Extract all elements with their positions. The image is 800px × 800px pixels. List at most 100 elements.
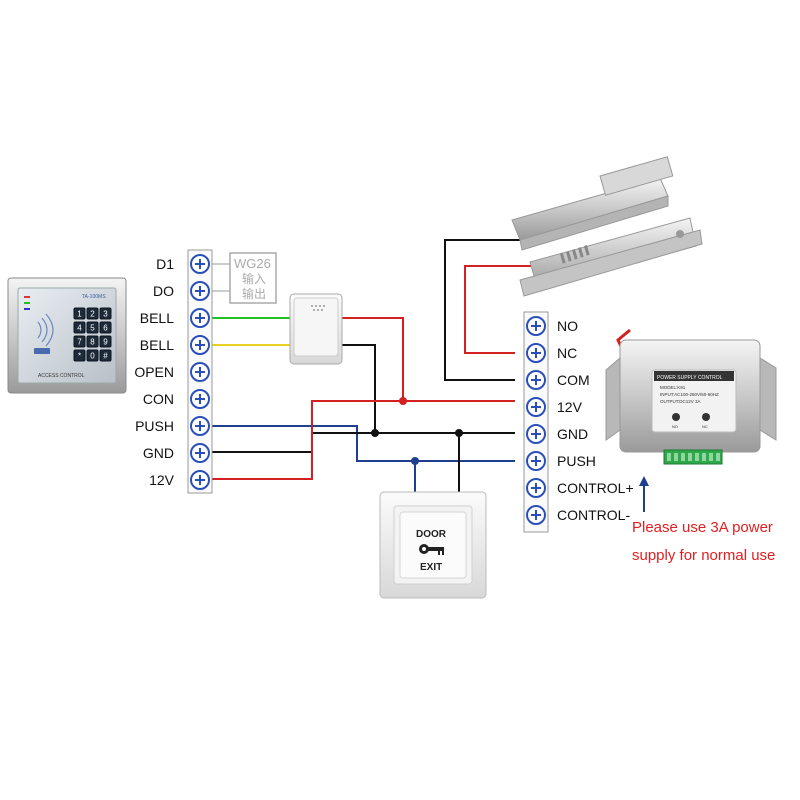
left-terminal-label: CON [143, 391, 174, 407]
right-terminal-label: CONTROL- [557, 507, 630, 523]
power-supply-note: Please use 3A power supply for normal us… [632, 514, 800, 570]
wiegand-output-label: 输出 [242, 286, 266, 301]
keypad-key: # [99, 349, 112, 362]
wire-lock-black [444, 239, 530, 381]
right-terminal-label: 12V [557, 399, 583, 415]
wiegand-input-label: 输入 [242, 271, 266, 286]
keypad-key: 4 [73, 321, 86, 334]
power-supply-nc-label: NC [702, 424, 708, 429]
svg-text:9: 9 [103, 338, 108, 347]
keypad-key: 2 [86, 307, 99, 320]
wire-gnd-black [210, 432, 515, 453]
keypad-key: 5 [86, 321, 99, 334]
speaker-grille-icon [311, 305, 325, 311]
power-supply-input: INPUT:AC100-260V/50-60HZ [660, 392, 719, 397]
keypad-brand: TA-100MS [82, 294, 106, 300]
wire-push-blue [210, 425, 515, 462]
doorbell-device [289, 293, 343, 365]
left-terminal-label: BELL [140, 310, 174, 326]
svg-text:3: 3 [103, 310, 108, 319]
bolt-lock-device [511, 156, 703, 297]
left-terminal: BELL [140, 308, 210, 328]
svg-text:#: # [103, 352, 108, 361]
svg-text:1: 1 [77, 310, 82, 319]
right-terminal: CONTROL+ [526, 478, 634, 498]
power-supply-no-led [672, 413, 680, 421]
left-terminal-label: BELL [140, 337, 174, 353]
right-terminal: GND [526, 424, 588, 444]
left-terminal-label: GND [143, 445, 174, 461]
right-terminal: 12V [526, 397, 583, 417]
wiegand-box: WG26 输入 输出 [210, 252, 277, 304]
svg-text:0: 0 [90, 352, 95, 361]
keypad-footer: ACCESS CONTROL [38, 373, 85, 379]
wire-bell-gnd [340, 344, 376, 433]
power-supply-nc-led [702, 413, 710, 421]
svg-text:8: 8 [90, 338, 95, 347]
keypad-key: 1 [73, 307, 86, 320]
wire-bell-to-12v [340, 317, 515, 402]
svg-text:6: 6 [103, 324, 108, 333]
right-terminal: COM [526, 370, 590, 390]
junction-dot [411, 457, 419, 465]
left-terminal-label: DO [153, 283, 174, 299]
right-terminal-label: NC [557, 345, 577, 361]
left-terminal: D1 [156, 254, 210, 274]
right-terminal-label: PUSH [557, 453, 596, 469]
wire-lock-red [464, 265, 540, 354]
junction-dots [371, 397, 463, 465]
junction-dot [371, 429, 379, 437]
power-supply-no-label: NO [672, 424, 678, 429]
left-terminal: PUSH [135, 416, 210, 436]
left-terminal: BELL [140, 335, 210, 355]
left-terminal-label: D1 [156, 256, 174, 272]
note-line-1: Please use 3A power [632, 519, 773, 536]
keypad-key: 9 [99, 335, 112, 348]
power-supply-output: OUTPUT:DC12V 3A [660, 399, 701, 404]
keypad-key: 8 [86, 335, 99, 348]
left-terminal: 12V [149, 470, 210, 490]
left-terminal: GND [143, 443, 210, 463]
right-terminal-label: GND [557, 426, 588, 442]
right-terminal-label: CONTROL+ [557, 480, 634, 496]
svg-text:5: 5 [90, 324, 95, 333]
power-supply-device: POWER SUPPLY CONTROL MODEL:K91 INPUT:AC1… [605, 339, 777, 465]
note-line-2: supply for normal use [632, 547, 776, 564]
key-icon [419, 544, 444, 555]
right-terminal: CONTROL- [526, 505, 630, 525]
left-terminal-label: 12V [149, 472, 175, 488]
wiegand-label: WG26 [234, 256, 271, 271]
keypad-key: 0 [86, 349, 99, 362]
right-terminal: NC [526, 343, 577, 363]
exit-button-exit-label: EXIT [420, 562, 442, 573]
left-terminal: DO [153, 281, 210, 301]
right-terminal: NO [526, 316, 578, 336]
right-terminal: PUSH [526, 451, 596, 471]
left-terminal-label: PUSH [135, 418, 174, 434]
svg-text:4: 4 [77, 324, 82, 333]
right-terminal-label: NO [557, 318, 578, 334]
exit-button-door-label: DOOR [416, 529, 447, 540]
power-supply-model: MODEL:K91 [660, 385, 686, 390]
exit-button-device: DOOR EXIT [379, 491, 487, 599]
left-terminal: CON [143, 389, 210, 409]
keypad-key: 7 [73, 335, 86, 348]
keypad-key: * [73, 349, 86, 362]
right-terminal-strip: NO NC COM 12V GND PUSH CONTROL+ CONTROL- [523, 311, 634, 533]
power-supply-terminal-block [663, 449, 723, 465]
keypad-key: 3 [99, 307, 112, 320]
card-reader-icon [37, 313, 54, 347]
left-terminal-label: OPEN [134, 364, 174, 380]
note-arrow-icon [639, 476, 649, 512]
svg-text:7: 7 [77, 338, 82, 347]
svg-text:*: * [78, 352, 81, 361]
junction-dot [455, 429, 463, 437]
power-supply-title: POWER SUPPLY CONTROL [657, 375, 723, 381]
right-terminal-label: COM [557, 372, 590, 388]
right-terminals: NO NC COM 12V GND PUSH CONTROL+ CONTROL- [526, 316, 634, 525]
